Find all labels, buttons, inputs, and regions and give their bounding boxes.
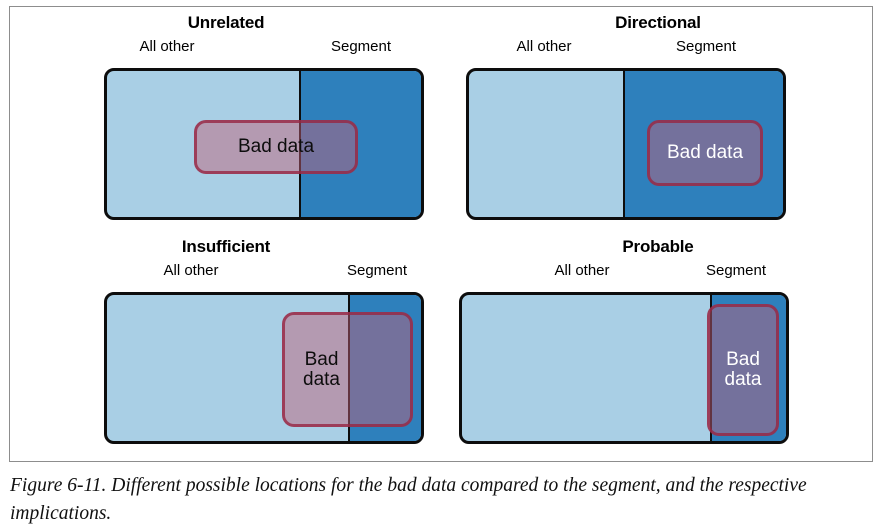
panel-directional: Directional All other Segment Bad data xyxy=(442,7,874,235)
figure-frame: Unrelated All other Segment Bad data Dir… xyxy=(9,6,873,462)
label-segment-directional: Segment xyxy=(675,38,737,55)
bad-data-label-unrelated: Bad data xyxy=(237,136,315,158)
label-all-other-directional: All other xyxy=(516,38,572,55)
panel-title-unrelated: Unrelated xyxy=(187,13,265,32)
panel-unrelated: Unrelated All other Segment Bad data xyxy=(10,7,442,235)
panel-title-insufficient: Insufficient xyxy=(181,237,271,256)
bar-segment-unrelated xyxy=(299,71,421,217)
panel-labels-directional: All other Segment xyxy=(442,38,874,58)
label-segment-insufficient: Segment xyxy=(346,262,408,279)
bad-data-label-directional: Bad data xyxy=(666,142,744,164)
bar-unrelated xyxy=(104,68,424,220)
bad-data-box-unrelated: Bad data xyxy=(194,120,358,174)
label-all-other-insufficient: All other xyxy=(163,262,219,279)
label-segment-unrelated: Segment xyxy=(330,38,392,55)
panel-title-probable: Probable xyxy=(622,237,694,256)
bar-probable xyxy=(459,292,789,444)
label-all-other-unrelated: All other xyxy=(139,38,195,55)
panel-labels-insufficient: All other Segment xyxy=(10,262,442,282)
bad-data-box-directional: Bad data xyxy=(647,120,763,186)
figure-caption: Figure 6-11. Different possible location… xyxy=(10,475,807,524)
panel-labels-probable: All other Segment xyxy=(442,262,874,282)
label-all-other-probable: All other xyxy=(554,262,610,279)
bar-segment-probable xyxy=(710,295,786,441)
panel-title-directional: Directional xyxy=(615,13,701,32)
panel-labels-unrelated: All other Segment xyxy=(10,38,442,58)
label-segment-probable: Segment xyxy=(705,262,767,279)
